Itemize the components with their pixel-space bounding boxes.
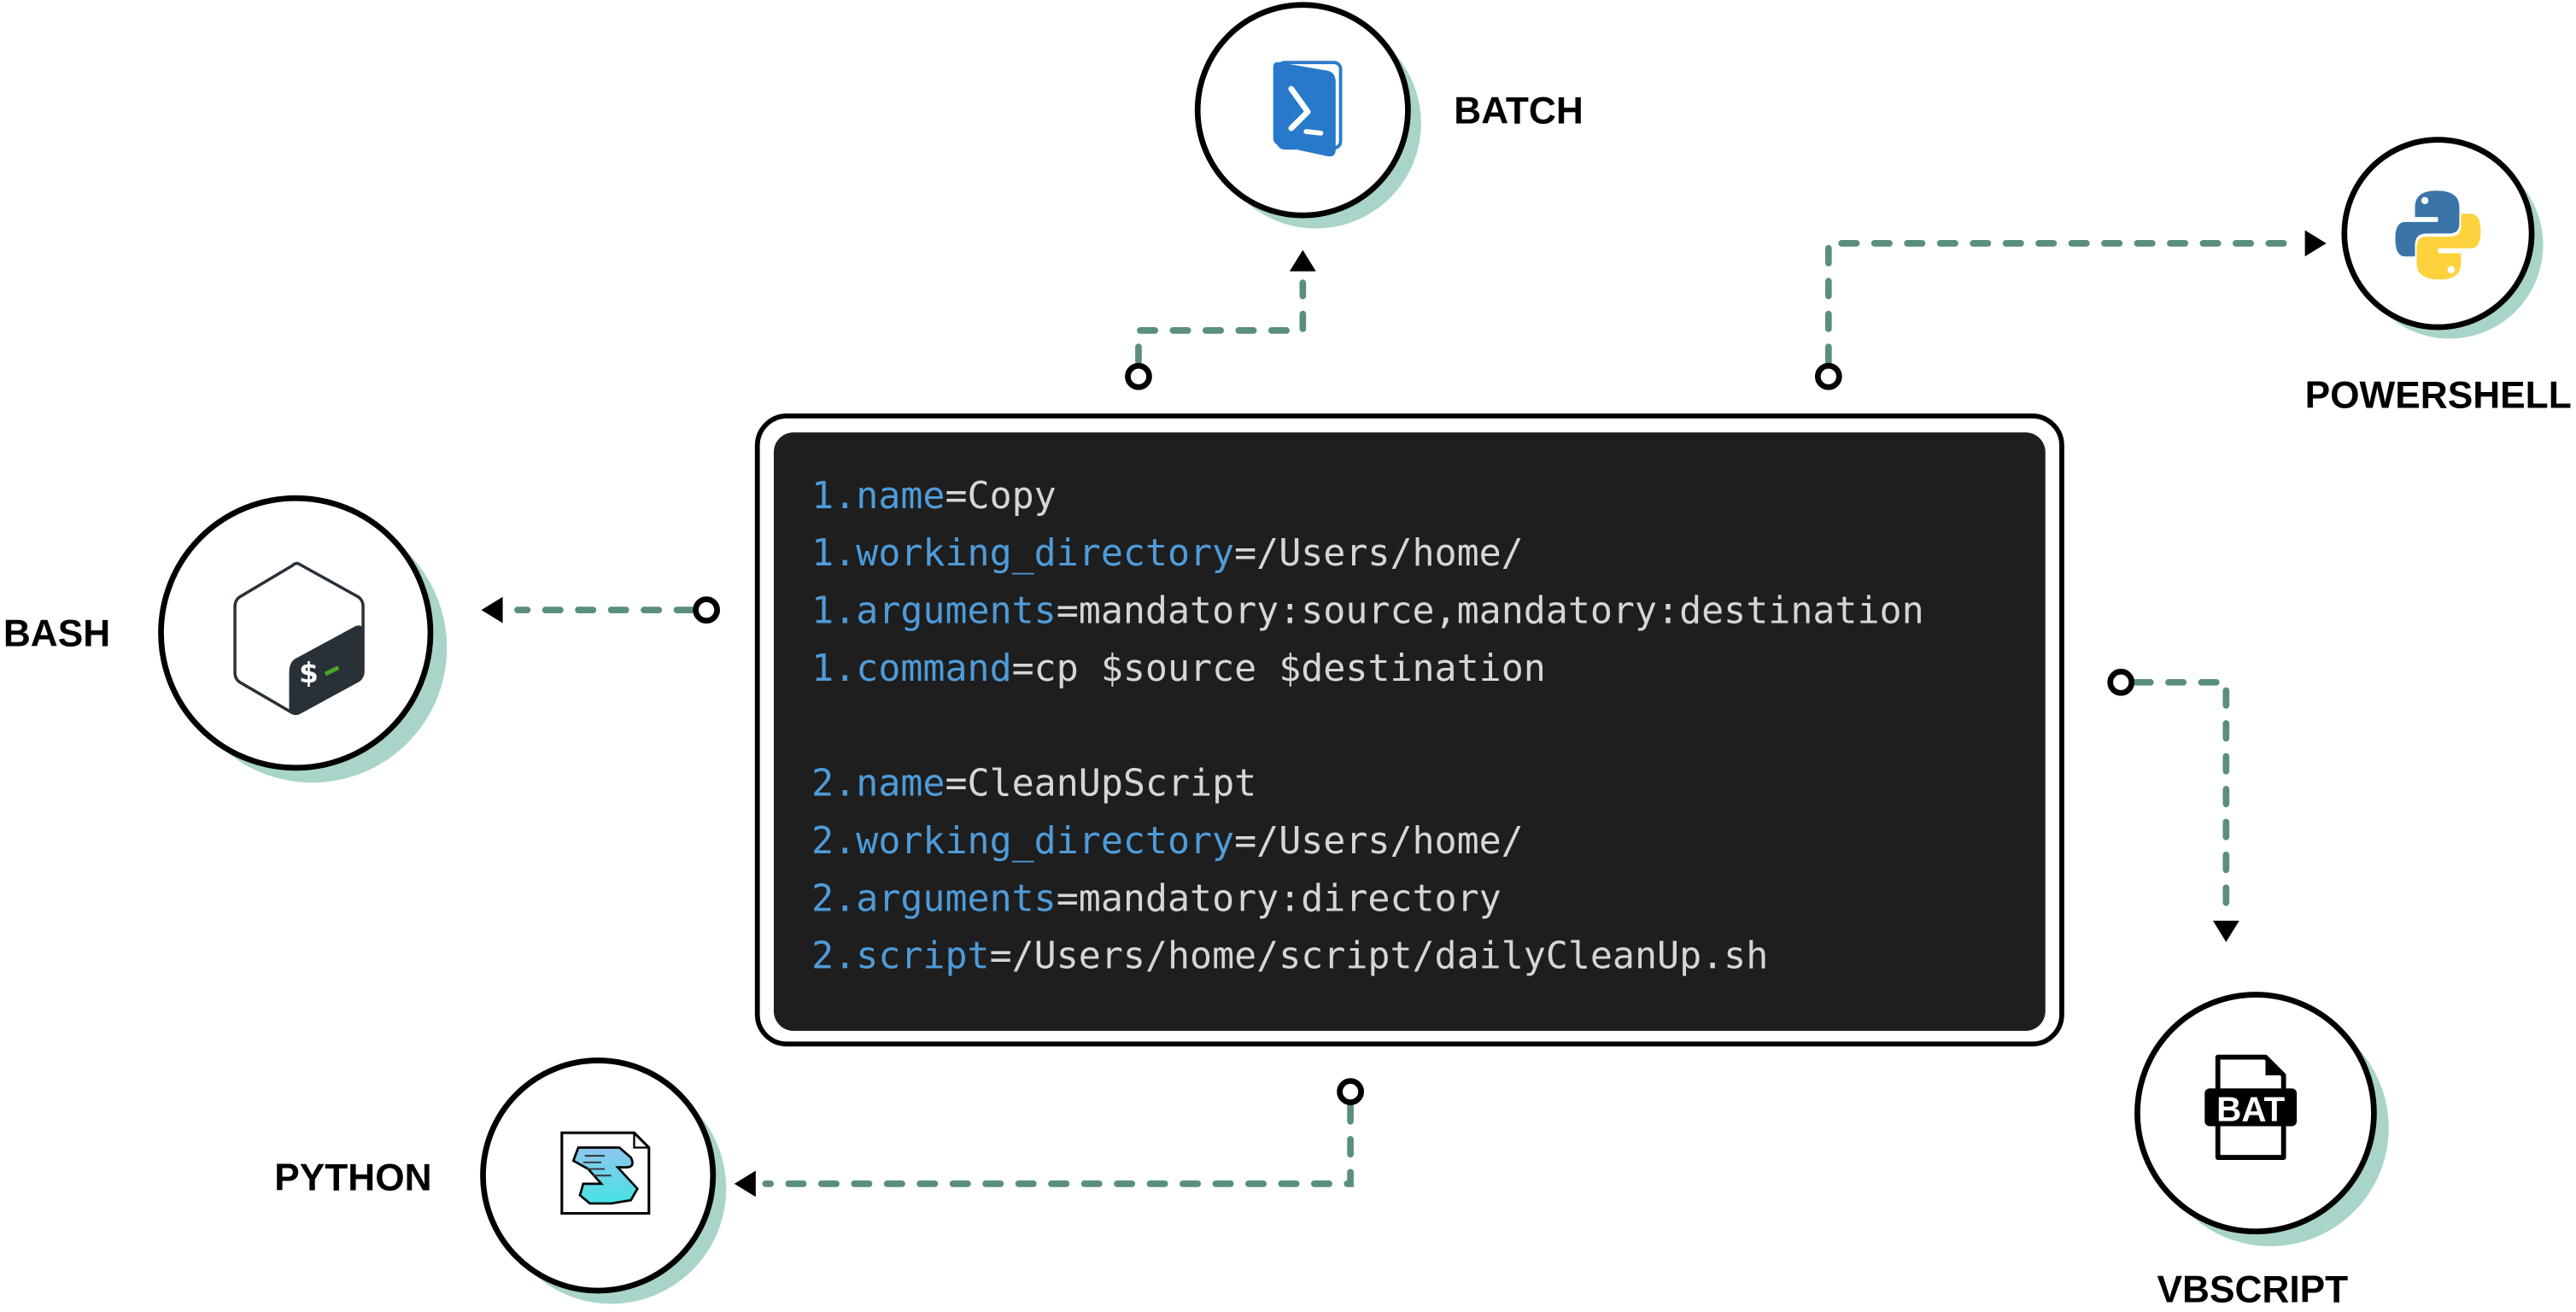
connector-port <box>2107 668 2135 696</box>
node-python: PYTHON <box>274 1057 727 1304</box>
node-bash: $ BASH <box>3 495 448 783</box>
node-vbscript: BAT VBSCRIPT <box>2134 992 2389 1310</box>
connector-batch <box>1125 249 1316 390</box>
arrow-left-icon <box>481 596 503 624</box>
node-powershell: POWERSHELL <box>2305 137 2572 416</box>
code-panel: 1.name=Copy 1.working_directory=/Users/h… <box>754 413 2064 1047</box>
connector-bash <box>481 596 720 624</box>
code-line: 2.name=CleanUpScript <box>811 763 1256 805</box>
node-label: VBSCRIPT <box>2157 1268 2349 1310</box>
node-label: BATCH <box>1454 90 1584 132</box>
connector-powershell <box>1814 230 2327 390</box>
python-icon <box>2395 190 2481 280</box>
script-file-icon <box>560 1131 651 1215</box>
code-line: 1.command=cp $source $destination <box>811 647 1546 690</box>
node-label: POWERSHELL <box>2305 374 2572 416</box>
connector-port <box>1337 1078 1364 1105</box>
connector-port <box>1814 362 1842 390</box>
node-label: BASH <box>3 612 110 654</box>
arrow-right-icon <box>2304 230 2327 257</box>
node-batch: BATCH <box>1194 2 1584 229</box>
code-line: 2.script=/Users/home/script/dailyCleanUp… <box>811 935 1768 978</box>
bash-icon: $ <box>233 561 365 716</box>
code-line: 1.arguments=mandatory:source,mandatory:d… <box>811 589 1923 632</box>
connector-vbscript <box>2107 668 2239 942</box>
bat-label: BAT <box>2216 1090 2285 1129</box>
code-line: 1.working_directory=/Users/home/ <box>811 532 1524 575</box>
bat-file-icon: BAT <box>2204 1054 2298 1160</box>
code-line: 2.working_directory=/Users/home/ <box>811 820 1524 863</box>
arrow-up-icon <box>1289 249 1316 272</box>
code-line: 2.arguments=mandatory:directory <box>811 877 1502 920</box>
powershell-icon <box>1273 61 1343 157</box>
code-line: 1.name=Copy <box>811 475 1057 518</box>
arrow-down-icon <box>2212 920 2239 942</box>
node-label: PYTHON <box>274 1157 431 1199</box>
svg-text:$: $ <box>299 657 319 689</box>
connector-python <box>734 1078 1364 1198</box>
connector-port <box>693 596 720 624</box>
connector-port <box>1125 362 1152 390</box>
arrow-left-icon <box>734 1170 756 1198</box>
